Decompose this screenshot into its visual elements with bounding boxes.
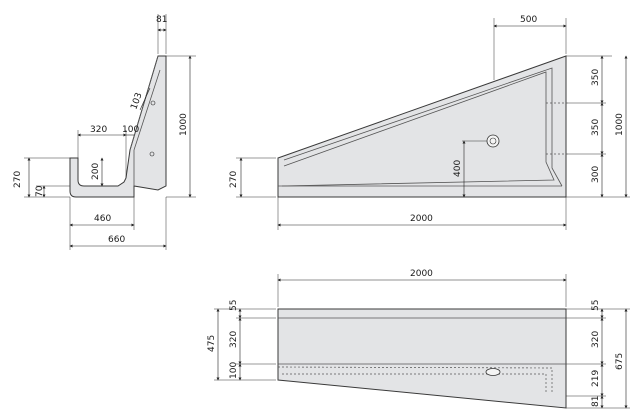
top-view-drain-hole [485, 368, 501, 376]
top-left-total-label: 475 [207, 335, 217, 352]
top-right-total-label: 675 [615, 353, 625, 370]
top-view-hidden-outline [277, 366, 553, 392]
side-view-edge-lines [129, 55, 161, 186]
side-view-mark-mid [149, 151, 155, 157]
side-base-height-label: 70 [35, 185, 45, 197]
top-right-top-label: 55 [591, 300, 601, 311]
front-view-drain-hole [486, 134, 500, 148]
side-base-width-label: 460 [94, 214, 111, 224]
front-top-offset-label: 500 [520, 15, 537, 25]
side-wall-label: 100 [122, 125, 139, 135]
front-view-drain-hole-inner [489, 137, 497, 145]
side-inner-width-label: 320 [90, 125, 107, 135]
front-seg-top-label: 350 [591, 69, 601, 86]
top-right-mid-label: 320 [591, 331, 601, 348]
front-height-label: 1000 [615, 113, 625, 136]
top-left-top-label: 55 [229, 300, 239, 311]
top-view: 2000 55 320 100 475 55 320 [207, 269, 630, 409]
front-length-label: 2000 [410, 214, 433, 224]
side-depth-label: 200 [91, 163, 101, 180]
top-right-bottom-label: 81 [591, 396, 601, 407]
front-view: 500 350 350 300 1000 400 270 [229, 15, 630, 230]
side-height-label: 1000 [179, 113, 189, 136]
top-left-mid-label: 320 [229, 331, 239, 348]
front-view-body [277, 55, 567, 198]
top-length-label: 2000 [410, 269, 433, 279]
top-left-bottom-label: 100 [229, 362, 239, 379]
side-top-width-label: 81 [156, 15, 167, 25]
top-right-low-label: 219 [591, 370, 601, 387]
front-seg-mid-label: 350 [591, 119, 601, 136]
front-hole-height-label: 400 [453, 160, 463, 177]
side-view-mark-top [150, 100, 156, 106]
front-seg-bottom-label: 300 [591, 166, 601, 183]
front-left-height-label: 270 [229, 171, 239, 188]
side-view: 81 1000 103 320 100 200 270 [13, 14, 196, 250]
side-total-width-label: 660 [108, 235, 125, 245]
side-left-height-label: 270 [13, 171, 23, 188]
top-view-body [277, 308, 567, 409]
